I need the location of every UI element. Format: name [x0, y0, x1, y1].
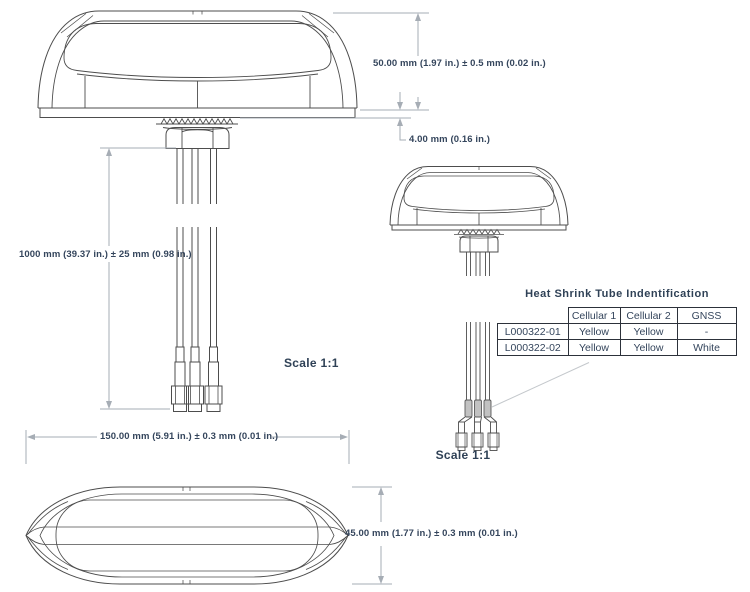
dim-width-label: 45.00 mm (1.77 in.) ± 0.3 mm (0.01 in.) [345, 528, 518, 539]
detail-cables [455, 252, 500, 451]
table-row: L000322-01 Yellow Yellow - [497, 323, 737, 340]
cellular1-cell: Yellow [567, 323, 621, 340]
gnss-cell: - [676, 323, 737, 340]
gnss-cell: White [676, 339, 737, 356]
table-header-cellular1: Cellular 1 [567, 307, 621, 324]
part-number-cell: L000322-02 [497, 339, 569, 356]
mount-washer-nut [156, 117, 238, 149]
part-number-cell: L000322-01 [497, 323, 569, 340]
leader-line [491, 362, 590, 408]
dimension-lines-top [25, 430, 392, 585]
heat-shrink-table: Cellular 1 Cellular 2 GNSS L000322-01 Ye… [497, 307, 737, 356]
side-view-outline [37, 10, 358, 118]
table-header-gnss: GNSS [676, 307, 737, 324]
top-view-outline [25, 486, 349, 585]
dim-stud-label: 4.00 mm (0.16 in.) [409, 134, 491, 145]
dim-cable-length-label: 1000 mm (39.37 in.) ± 25 mm (0.98 in.) [19, 249, 192, 260]
scale-side-view-label: Scale 1:1 [284, 356, 339, 370]
cellular1-cell: Yellow [567, 339, 621, 356]
dim-height-label: 50.00 mm (1.97 in.) ± 0.5 mm (0.02 in.) [373, 58, 546, 69]
heat-shrink-tubes [464, 399, 492, 418]
detail-view-outline [389, 166, 569, 253]
cables-side-view [171, 148, 223, 412]
table-header-empty [498, 308, 569, 324]
cellular2-cell: Yellow [619, 323, 678, 340]
scale-detail-view-label: Scale 1:1 [435, 448, 491, 462]
table-header-row: Cellular 1 Cellular 2 GNSS [498, 307, 737, 324]
cellular2-cell: Yellow [619, 339, 678, 356]
dimension-lines-side [100, 12, 429, 410]
table-header-cellular2: Cellular 2 [619, 307, 678, 324]
table-title: Heat Shrink Tube Indentification [525, 288, 709, 300]
table-row: L000322-02 Yellow Yellow White [497, 339, 737, 356]
dim-length-label: 150.00 mm (5.91 in.) ± 0.3 mm (0.01 in.) [100, 431, 279, 442]
